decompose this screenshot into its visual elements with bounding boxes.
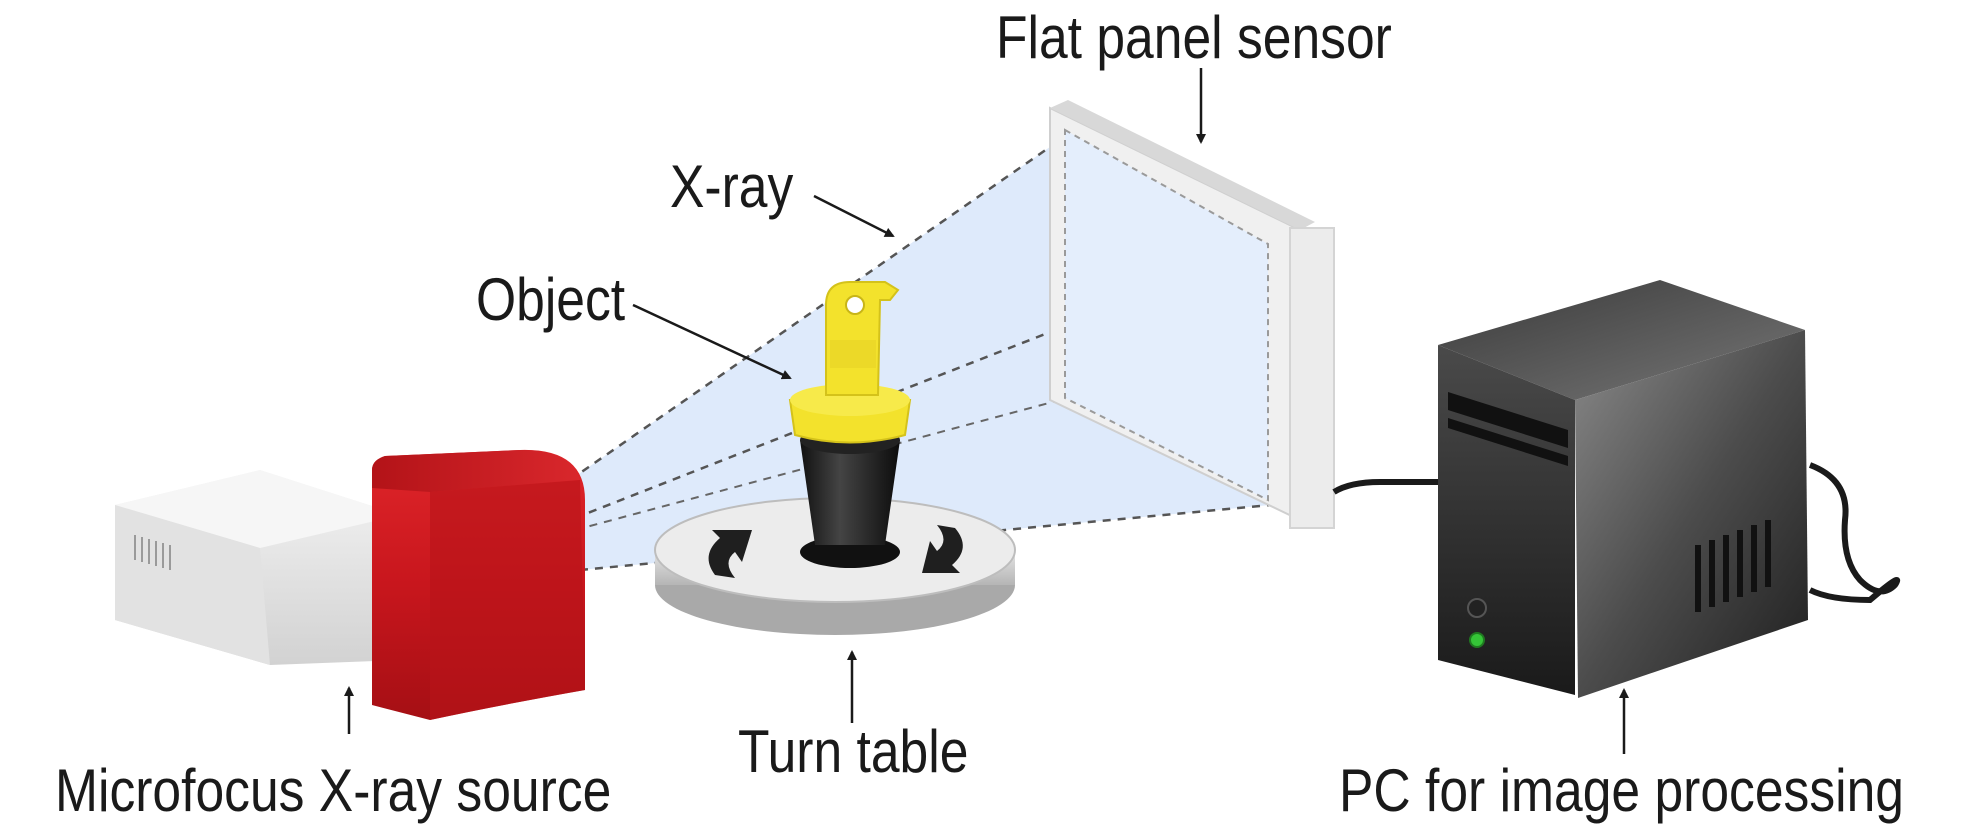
xray-arrow: [813, 194, 895, 238]
power-led-icon: [1469, 632, 1485, 648]
flat-panel-sensor: [1049, 100, 1335, 529]
pc-cable: [1808, 462, 1901, 604]
leader-arrows: [344, 68, 1629, 754]
pc-label: PC for image processing: [1339, 757, 1904, 824]
object-arrow: [632, 303, 792, 380]
object: [788, 281, 912, 568]
microfocus-source-label: Microfocus X-ray source: [55, 757, 612, 824]
drive-slot-icon: [1448, 392, 1568, 466]
pc: [1438, 280, 1808, 698]
control-box: [115, 470, 400, 665]
rotation-arrow-icon: [708, 525, 963, 578]
sensor-cable: [1332, 479, 1445, 495]
vent-grille-icon: [1695, 520, 1771, 612]
xray-source: [372, 449, 585, 720]
vent-icon: [134, 535, 171, 570]
flat-panel-sensor-label: Flat panel sensor: [996, 4, 1392, 71]
turn-table-label: Turn table: [738, 718, 969, 785]
object-label: Object: [476, 266, 626, 333]
power-button-icon: [1467, 598, 1487, 618]
xray-label: X-ray: [670, 153, 794, 220]
